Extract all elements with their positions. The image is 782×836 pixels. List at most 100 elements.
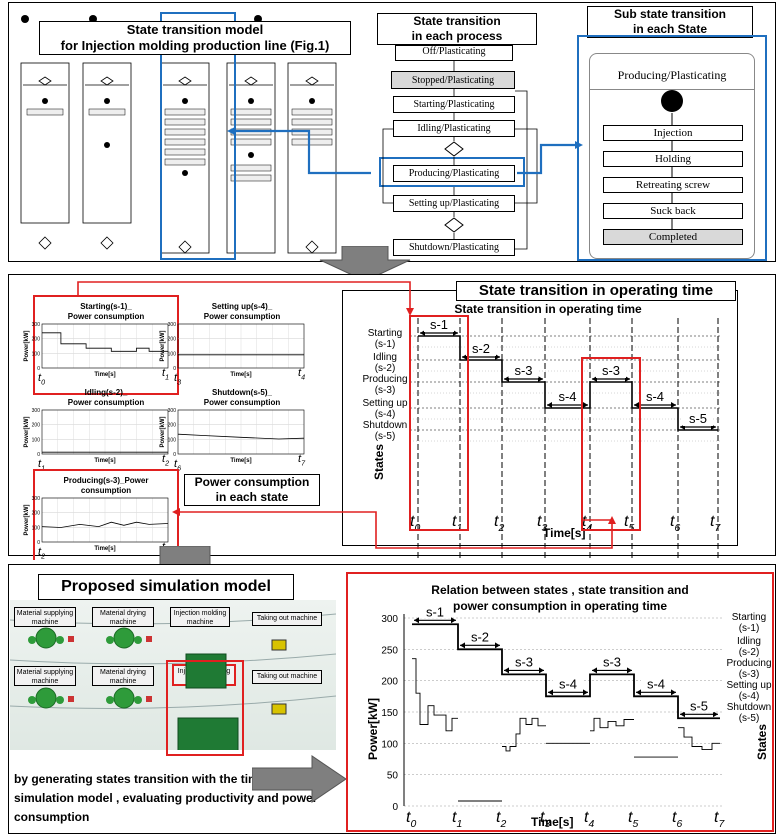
op-t-label: t3 <box>537 513 547 534</box>
op-segment-label: s-2 <box>472 341 490 356</box>
machine-green-icon <box>28 696 36 704</box>
chart1-title: Starting(s-1)_ Power consumption <box>40 302 172 322</box>
relation-segment-label-bg <box>684 698 714 713</box>
machine-green-icon <box>56 696 64 704</box>
op-highlight-s1 <box>409 315 469 531</box>
chart3-t-left: t1 <box>38 458 45 472</box>
op-state-label: Idling(s-2) <box>373 352 397 374</box>
relation-segment-label-bg <box>465 629 495 644</box>
chart5-xlabel: Time[s] <box>94 546 115 552</box>
op-arrowhead-left <box>420 330 425 336</box>
op-arrowhead-right <box>583 402 588 408</box>
chart1-title-line1: Starting(s-1)_ <box>80 302 132 311</box>
chart1-ytick: 300 <box>32 322 41 328</box>
machine-green-icon <box>113 687 135 709</box>
top-panel: State transition model for Injection mol… <box>8 2 776 262</box>
relation-arrowhead-right <box>627 667 632 674</box>
chart1-ytick: 100 <box>32 351 41 357</box>
chart1-ylabel: Power[kW] <box>24 330 30 361</box>
relation-segment-label: s-3 <box>603 654 621 669</box>
process-connectors <box>382 61 538 250</box>
op-arrowhead-left <box>547 402 552 408</box>
op-highlight-s3 <box>581 357 641 531</box>
power-state-label-line1: Power consumption <box>194 475 310 489</box>
op-state-label: Producing(s-3) <box>362 374 408 396</box>
sub-state-suck-back: Suck back <box>603 203 743 219</box>
chart2-ytick: 200 <box>168 337 177 343</box>
relation-segment-label: s-1 <box>426 604 444 619</box>
relation-t-label: t0 <box>406 809 416 830</box>
op-arrowhead-right <box>671 402 676 408</box>
chart1-ytick: 0 <box>37 366 40 372</box>
chart1-xlabel: Time[s] <box>94 372 115 378</box>
chart3-ytick: 300 <box>32 408 41 414</box>
chart2-plot-area <box>177 323 305 369</box>
relation-arrowhead-right <box>539 667 544 674</box>
relation-ytick: 150 <box>381 708 398 719</box>
chart1-plot-area <box>41 323 169 369</box>
chart4-ylabel: Power[kW] <box>160 416 166 447</box>
process-title: State transition in each process <box>377 13 537 45</box>
machine-green-icon <box>35 627 57 649</box>
machine-row1-taking: Taking out machine <box>252 612 322 626</box>
machine-green-icon <box>106 696 114 704</box>
machine-row2-supply: Material supplying machine <box>14 666 76 686</box>
relation-t-label: t3 <box>540 809 550 830</box>
relation-ytick: 50 <box>387 771 399 782</box>
middle-panel <box>8 274 776 556</box>
chart2-ytick: 300 <box>168 322 177 328</box>
injection-machine-icon <box>185 653 227 689</box>
decision-diamond <box>444 141 464 157</box>
sim-title: Proposed simulation model <box>38 574 294 600</box>
chart5-highlight <box>33 469 179 560</box>
relation-arrowhead-right <box>671 689 676 696</box>
chart5-title: Producing(s-3)_Power consumption <box>40 476 172 496</box>
chart5-ylabel: Power[kW] <box>24 504 30 535</box>
op-t-label: t2 <box>494 513 504 534</box>
sub-title-line2: in each State <box>632 22 708 36</box>
relation-title-line1: Relation between states , state transiti… <box>431 583 689 597</box>
sim-description: by generating states transition with the… <box>14 772 318 824</box>
relation-ytick: 100 <box>381 739 398 750</box>
op-t-label: t5 <box>624 513 634 534</box>
sub-title-line1: Sub state transition <box>613 7 726 21</box>
right-arrow <box>252 755 347 803</box>
relation-power-trace <box>590 717 634 732</box>
chart5-ytick: 200 <box>32 511 41 517</box>
power-state-label-line2: in each state <box>215 490 289 504</box>
relation-arrowhead-right <box>583 689 588 696</box>
process-state-producing-label: Producing/Plasticating <box>393 165 515 182</box>
op-t-label: t7 <box>710 513 721 534</box>
relation-ytick: 200 <box>381 677 398 688</box>
sub-state-retreating: Retreating screw <box>603 177 743 193</box>
relation-segment-label-bg <box>420 604 450 619</box>
relation-arrowhead-right <box>495 642 500 649</box>
op-segment-label-bg <box>640 390 670 404</box>
model-title: State transition model for Injection mol… <box>39 21 351 55</box>
chart5-plot-area <box>41 497 169 543</box>
op-segment-label: s-3 <box>514 363 532 378</box>
relation-arrowhead-right <box>451 617 456 624</box>
op-segment-label: s-3 <box>602 363 620 378</box>
op-arrowhead-right <box>453 330 458 336</box>
chart3-title: Idling(s-2)_ Power consumption <box>40 388 172 408</box>
relation-arrowhead-left <box>460 642 465 649</box>
injection-highlight <box>166 660 244 756</box>
machine-red-marker-icon <box>68 636 74 642</box>
op-segment-label-bg <box>683 412 713 426</box>
machine-green-icon <box>134 636 142 644</box>
down-arrow-1 <box>319 246 411 282</box>
chart3-title-line2: Power consumption <box>67 398 145 407</box>
chart1-t-right: t1 <box>162 367 169 381</box>
chart3-xlabel: Time[s] <box>94 458 115 464</box>
machine-row1-drying: Material drying machine <box>92 607 154 627</box>
chart5-t-left: t2 <box>38 546 45 560</box>
chart4-t-right: t7 <box>298 453 306 467</box>
chart5-series <box>41 521 169 528</box>
chart4-t-left: t6 <box>174 458 181 472</box>
op-state-label: Shutdown(s-5) <box>362 420 408 442</box>
relation-segment-label-bg <box>641 676 671 691</box>
relation-xlabel: Time[s] <box>531 815 574 829</box>
sub-state-injection: Injection <box>603 125 743 141</box>
